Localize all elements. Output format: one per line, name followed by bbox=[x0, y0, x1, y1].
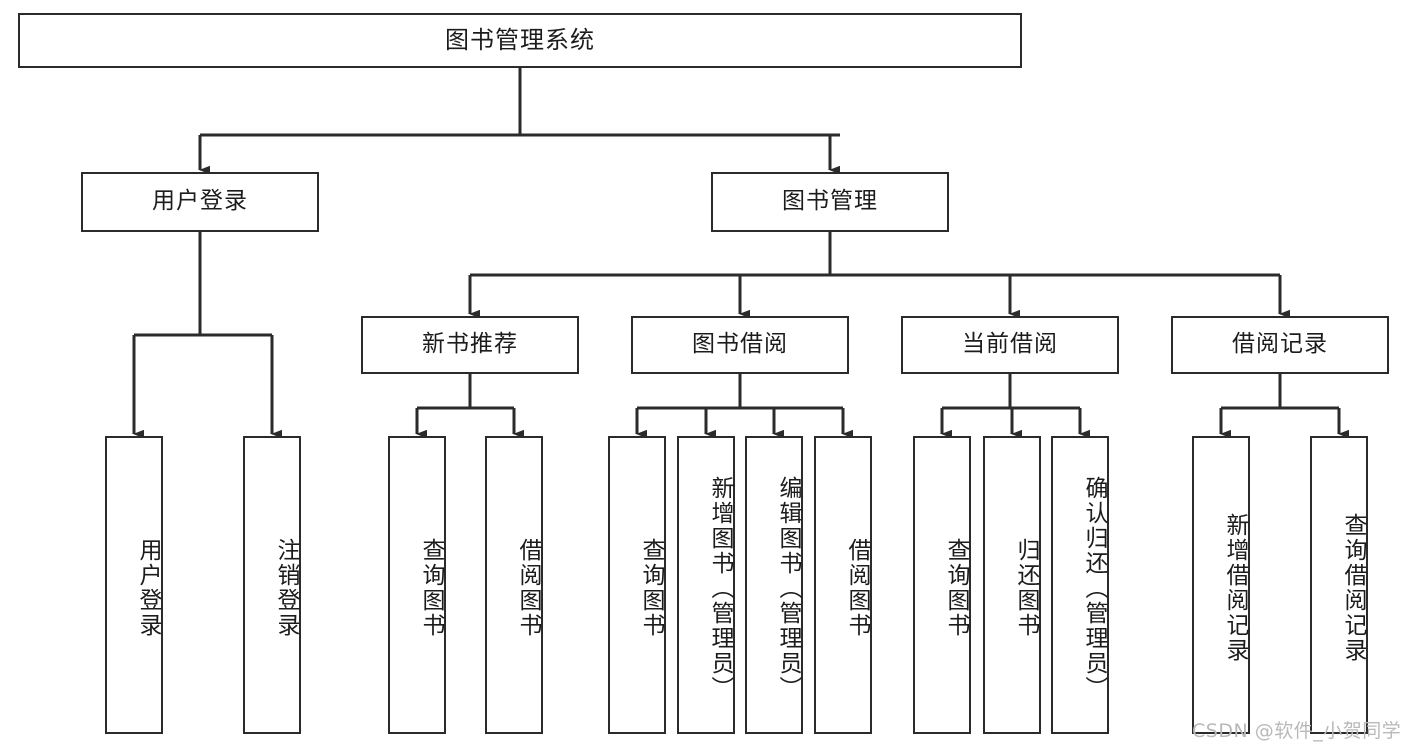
leaf-query-book-recommend[interactable]: 查询图书 bbox=[388, 436, 446, 734]
node-book-management[interactable]: 图书管理 bbox=[711, 172, 949, 232]
leaf-query-book-current[interactable]: 查询图书 bbox=[913, 436, 971, 734]
leaf-borrow-book[interactable]: 借阅图书 bbox=[814, 436, 872, 734]
leaf-add-book-admin[interactable]: 新增图书（管理员） bbox=[677, 436, 735, 734]
leaf-confirm-return-admin[interactable]: 确认归还（管理员） bbox=[1051, 436, 1109, 734]
leaf-add-borrow-record[interactable]: 新增借阅记录 bbox=[1192, 436, 1250, 734]
node-book-borrow[interactable]: 图书借阅 bbox=[631, 316, 849, 374]
leaf-query-borrow-record[interactable]: 查询借阅记录 bbox=[1310, 436, 1368, 734]
leaf-logout-login[interactable]: 注销登录 bbox=[243, 436, 301, 734]
leaf-user-login[interactable]: 用户登录 bbox=[105, 436, 163, 734]
csdn-watermark: CSDN @软件_小贺同学 bbox=[1192, 720, 1402, 742]
node-current-borrow[interactable]: 当前借阅 bbox=[901, 316, 1119, 374]
leaf-edit-book-admin[interactable]: 编辑图书（管理员） bbox=[745, 436, 803, 734]
node-borrow-record[interactable]: 借阅记录 bbox=[1171, 316, 1389, 374]
node-root-system[interactable]: 图书管理系统 bbox=[18, 13, 1022, 68]
leaf-borrow-book-recommend[interactable]: 借阅图书 bbox=[485, 436, 543, 734]
leaf-return-book[interactable]: 归还图书 bbox=[983, 436, 1041, 734]
leaf-query-book-borrow[interactable]: 查询图书 bbox=[608, 436, 666, 734]
node-new-book-recommend[interactable]: 新书推荐 bbox=[361, 316, 579, 374]
node-user-login[interactable]: 用户登录 bbox=[81, 172, 319, 232]
